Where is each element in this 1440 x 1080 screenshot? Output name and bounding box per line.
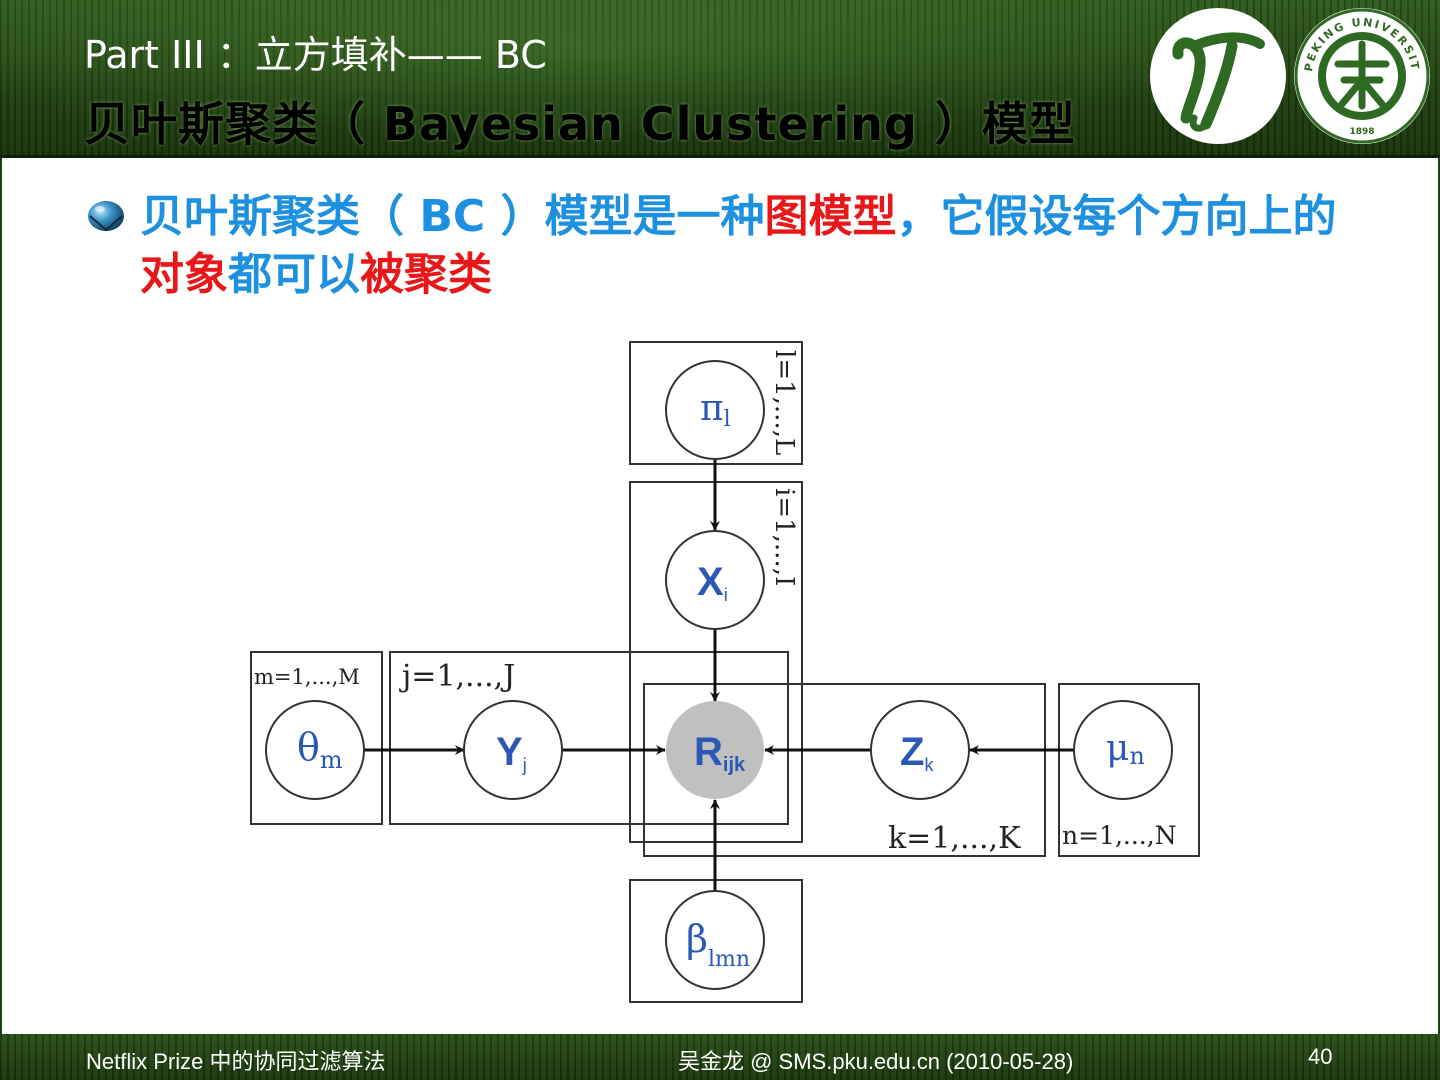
slide-title: 贝叶斯聚类（ Bayesian Clustering ）模型	[84, 97, 1076, 151]
plate-label-l: l=1,...,L	[769, 350, 799, 455]
node-mu	[1073, 700, 1173, 800]
header-divider	[0, 155, 1440, 158]
plate-j	[389, 651, 789, 825]
node-x-label: Xi	[697, 560, 728, 605]
node-r-observed	[666, 701, 764, 799]
plate-k	[643, 683, 1046, 857]
seal-year: 1898	[1349, 127, 1374, 137]
footer-course-title: Netflix Prize 中的协同过滤算法	[86, 1049, 386, 1074]
bullet-segment-1: 图模型	[764, 191, 897, 242]
plate-label-j: j=1,...,J	[399, 659, 515, 694]
bullet-gem-icon	[86, 196, 126, 236]
node-x	[665, 530, 765, 630]
node-mu-label: μn	[1106, 728, 1145, 770]
slide-subtitle: Part III ：立方填补—— BC	[84, 33, 547, 77]
bullet-segment-3: 对象	[140, 249, 228, 300]
plate-label-i: i=1,...,I	[769, 488, 799, 586]
node-pi	[665, 360, 765, 460]
node-beta	[665, 890, 765, 990]
peking-university-seal-icon: PEKING UNIVERSITY 1898	[1286, 0, 1432, 146]
bullet-segment-0: 贝叶斯聚类（ BC ）模型是一种	[140, 191, 765, 242]
footer-page-number: 40	[1308, 1044, 1333, 1069]
bullet-segment-5: 被聚类	[360, 249, 492, 300]
node-beta-label: βlmn	[686, 917, 750, 972]
node-pi-label: πl	[700, 388, 731, 432]
bullet-paragraph: 贝叶斯聚类（ BC ）模型是一种图模型，它假设每个方向上的对象都可以被聚类	[140, 188, 1360, 304]
node-z-label: Zk	[900, 730, 934, 775]
plate-label-m: m=1,...,M	[254, 665, 360, 689]
plate-n	[1058, 683, 1200, 857]
node-theta	[265, 700, 365, 800]
node-z	[870, 700, 970, 800]
slide-footer: Netflix Prize 中的协同过滤算法 吴金龙 @ SMS.pku.edu…	[0, 1034, 1440, 1080]
plate-m	[250, 651, 383, 825]
node-r-label: Rijk	[694, 730, 746, 776]
bullet-segment-2: ，它假设每个方向上的	[896, 191, 1337, 242]
bullet-segment-4: 都可以	[228, 249, 360, 300]
plate-label-n: n=1,...,N	[1062, 821, 1177, 850]
node-y-label: Yj	[496, 730, 527, 775]
vt-monogram-logo-icon	[1148, 6, 1288, 146]
node-y	[463, 700, 563, 800]
footer-author: 吴金龙 @ SMS.pku.edu.cn (2010-05-28)	[678, 1049, 1074, 1074]
node-theta-label: θm	[297, 725, 343, 774]
plate-label-k: k=1,...,K	[888, 821, 1021, 856]
